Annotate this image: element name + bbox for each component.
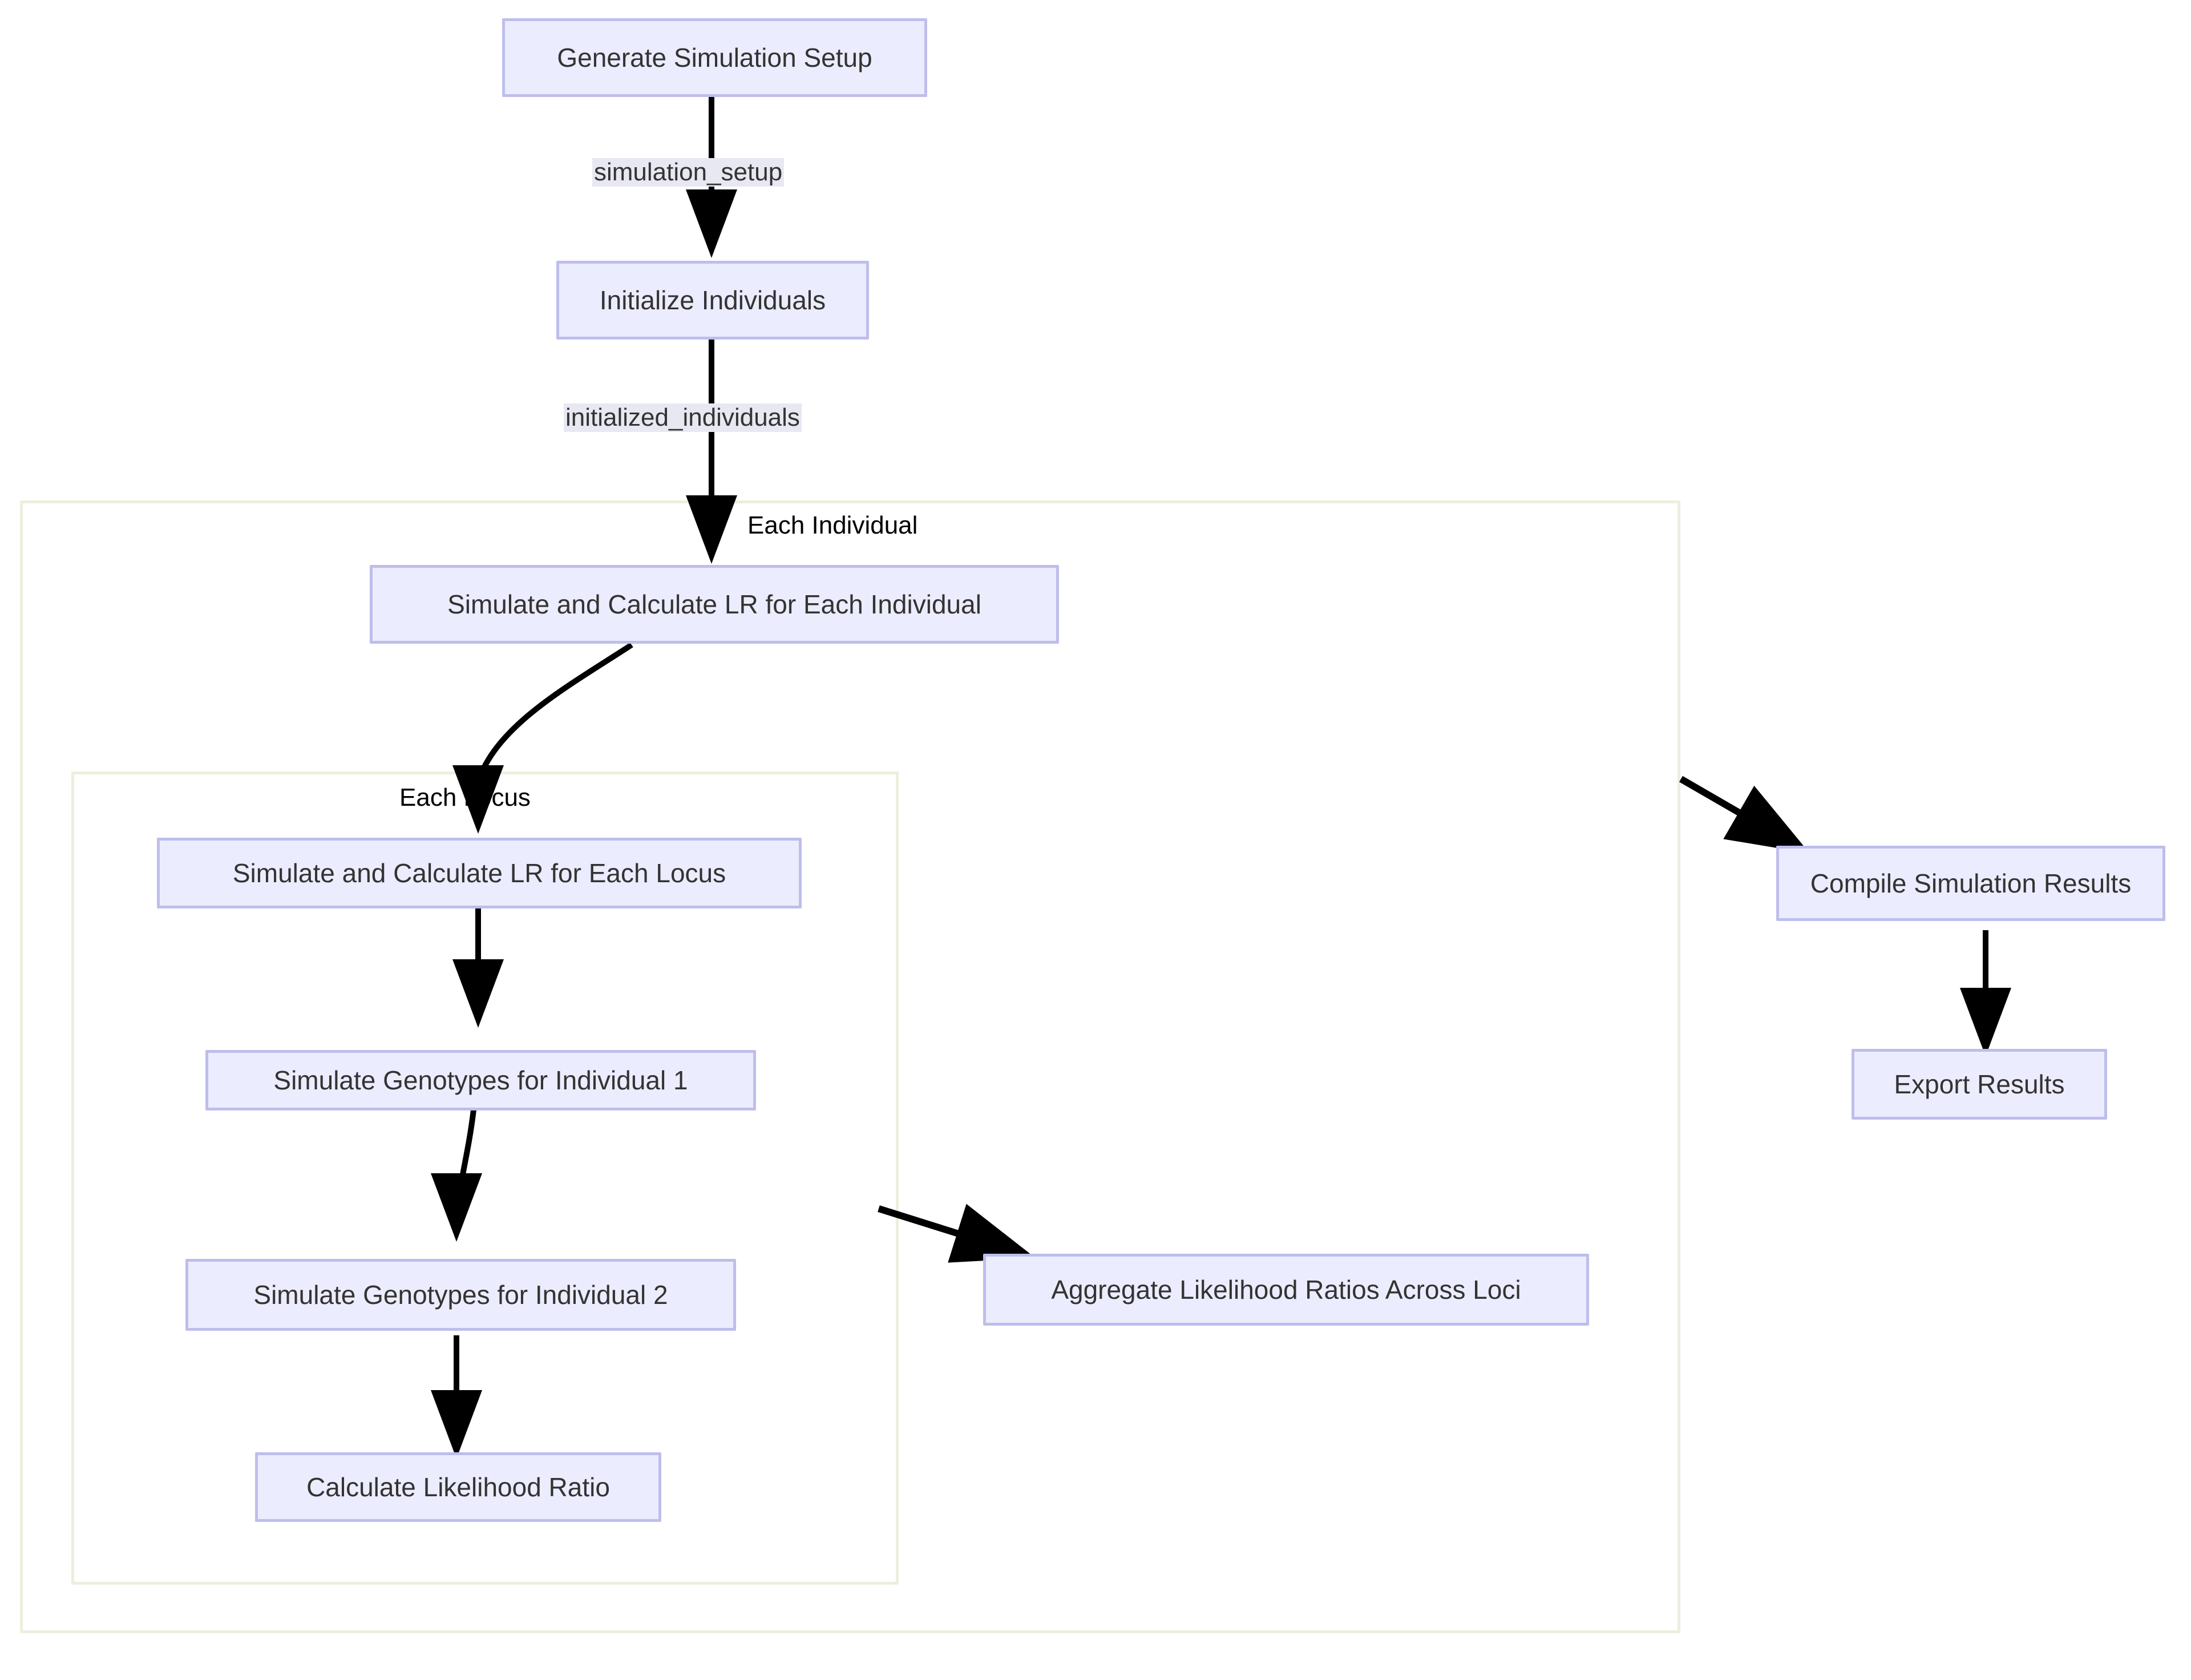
node-initialize-individuals[interactable]: Initialize Individuals — [556, 261, 869, 340]
node-calculate-likelihood-ratio[interactable]: Calculate Likelihood Ratio — [255, 1452, 661, 1522]
node-simulate-lr-each-individual[interactable]: Simulate and Calculate LR for Each Indiv… — [370, 565, 1059, 644]
edge-label-simulation-setup: simulation_setup — [592, 158, 785, 187]
node-compile-simulation-results[interactable]: Compile Simulation Results — [1776, 846, 2165, 921]
node-generate-simulation-setup[interactable]: Generate Simulation Setup — [502, 18, 927, 97]
node-aggregate-likelihood-ratios[interactable]: Aggregate Likelihood Ratios Across Loci — [983, 1254, 1589, 1326]
node-export-results[interactable]: Export Results — [1852, 1049, 2107, 1120]
node-simulate-genotypes-individual-1[interactable]: Simulate Genotypes for Individual 1 — [205, 1050, 756, 1110]
edge-label-each-locus: Each Locus — [399, 784, 531, 811]
node-simulate-lr-each-locus[interactable]: Simulate and Calculate LR for Each Locus — [157, 838, 802, 908]
node-simulate-genotypes-individual-2[interactable]: Simulate Genotypes for Individual 2 — [185, 1259, 736, 1331]
edge-label-each-individual: Each Individual — [747, 511, 918, 539]
edge-each-individual-to-compile — [1679, 776, 1810, 854]
edge-label-initialized-individuals: initialized_individuals — [564, 403, 802, 433]
